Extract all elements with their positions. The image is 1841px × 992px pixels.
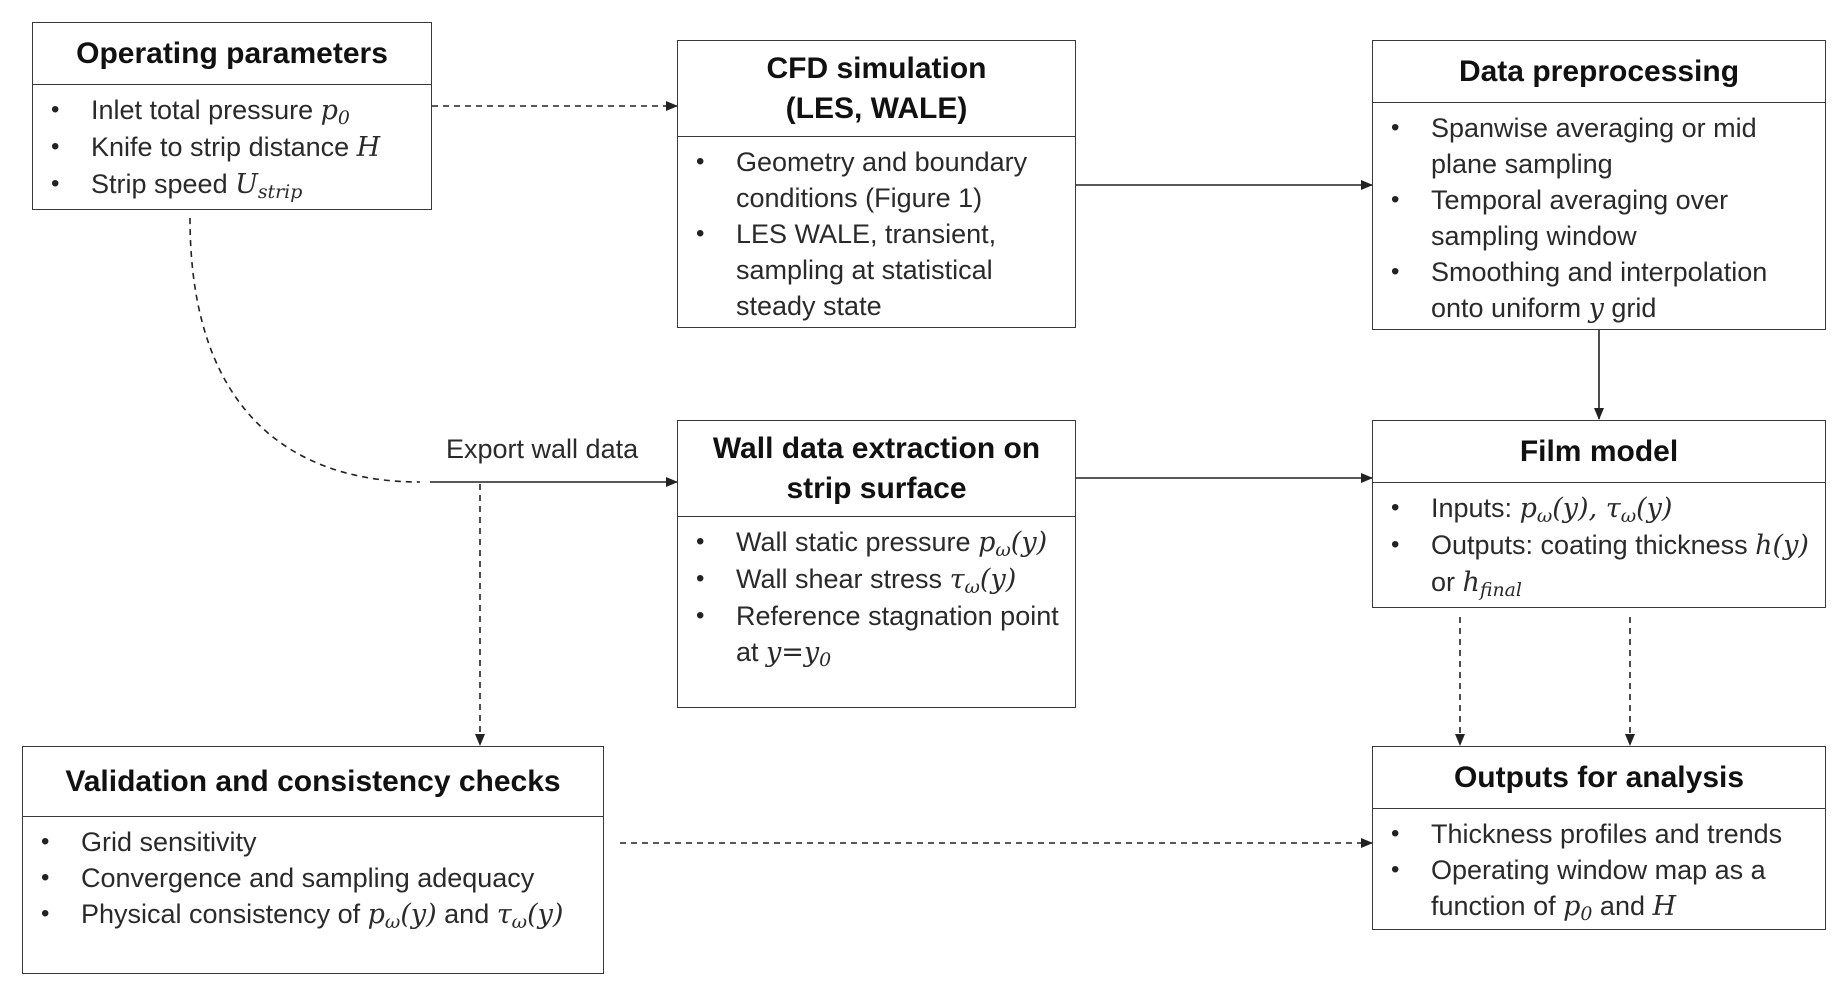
node-item-list: Grid sensitivity Convergence and samplin… — [23, 817, 603, 939]
node-item-list: Wall static pressure pω(y) Wall shear st… — [678, 517, 1075, 677]
node-item: Physical consistency of pω(y) and τω(y) — [33, 896, 593, 933]
node-item: Operating window map as a function of p0… — [1383, 852, 1815, 925]
node-data-preprocessing: Data preprocessing Spanwise averaging or… — [1372, 40, 1826, 330]
node-wall-data-extraction: Wall data extraction on strip surface Wa… — [677, 420, 1076, 708]
node-item: Grid sensitivity — [33, 824, 593, 860]
node-item-list: Inlet total pressure p0 Knife to strip d… — [33, 85, 431, 209]
node-item-list: Geometry and boundary conditions (Figure… — [678, 137, 1075, 330]
edge-operating-to-export — [189, 217, 421, 483]
node-title: Film model — [1373, 421, 1825, 483]
node-item: Thickness profiles and trends — [1383, 816, 1815, 852]
node-item-list: Thickness profiles and trends Operating … — [1373, 809, 1825, 931]
node-title: CFD simulation (LES, WALE) — [678, 41, 1075, 137]
node-item: Strip speed Ustrip — [43, 166, 421, 203]
node-outputs-for-analysis: Outputs for analysis Thickness profiles … — [1372, 746, 1826, 930]
node-item: Reference stagnation point at y=y0 — [688, 598, 1065, 671]
node-item: Outputs: coating thickness h(y) or hfina… — [1383, 527, 1815, 601]
node-item-list: Inputs: pω(y), τω(y) Outputs: coating th… — [1373, 483, 1825, 607]
node-title: Data preprocessing — [1373, 41, 1825, 103]
node-item: LES WALE, transient, sampling at statist… — [688, 216, 1065, 324]
node-item: Inlet total pressure p0 — [43, 92, 421, 129]
edge-label-export-wall-data: Export wall data — [446, 434, 639, 464]
node-title: Outputs for analysis — [1373, 747, 1825, 809]
node-title: Validation and consistency checks — [23, 747, 603, 817]
node-item: Spanwise averaging or mid plane sampling — [1383, 110, 1815, 182]
node-validation-checks: Validation and consistency checks Grid s… — [22, 746, 604, 974]
node-item: Inputs: pω(y), τω(y) — [1383, 490, 1815, 527]
node-title: Operating parameters — [33, 23, 431, 85]
node-title: Wall data extraction on strip surface — [678, 421, 1075, 517]
node-cfd-simulation: CFD simulation (LES, WALE) Geometry and … — [677, 40, 1076, 328]
node-item: Knife to strip distance H — [43, 129, 421, 166]
node-item: Geometry and boundary conditions (Figure… — [688, 144, 1065, 216]
node-film-model: Film model Inputs: pω(y), τω(y) Outputs:… — [1372, 420, 1826, 608]
node-item: Wall static pressure pω(y) — [688, 524, 1065, 561]
node-item: Convergence and sampling adequacy — [33, 860, 593, 896]
node-item: Wall shear stress τω(y) — [688, 561, 1065, 598]
node-item-list: Spanwise averaging or mid plane sampling… — [1373, 103, 1825, 333]
node-item: Smoothing and interpolation onto uniform… — [1383, 254, 1815, 327]
node-operating-parameters: Operating parameters Inlet total pressur… — [32, 22, 432, 210]
node-item: Temporal averaging over sampling window — [1383, 182, 1815, 254]
